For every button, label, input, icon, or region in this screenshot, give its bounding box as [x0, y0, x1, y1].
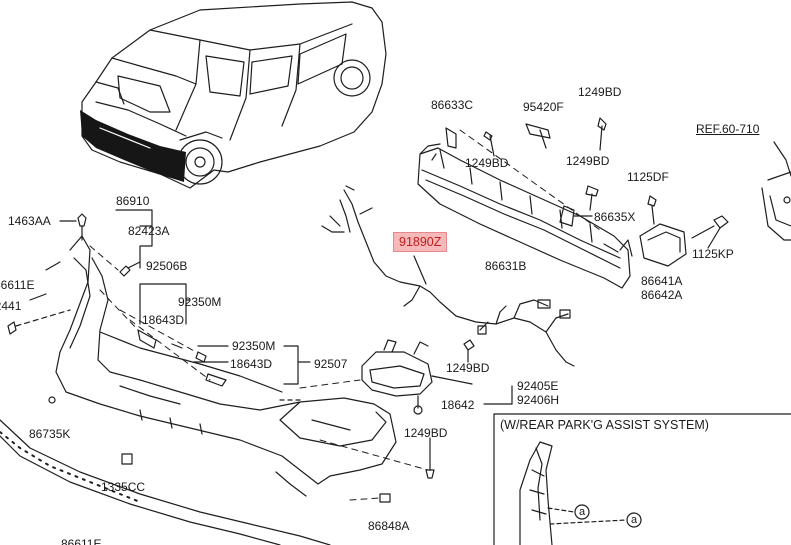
part-label-1249BD-c[interactable]: 1249BD	[566, 154, 610, 168]
part-label-92350M-b[interactable]: 92350M	[232, 339, 276, 353]
part-label-12441[interactable]: 12441	[0, 299, 22, 313]
part-label-86848A[interactable]: 86848A	[368, 519, 410, 533]
part-label-95420F[interactable]: 95420F	[523, 100, 564, 114]
part-label-86735K[interactable]: 86735K	[29, 427, 71, 441]
part-label-86641A[interactable]: 86641A	[641, 274, 683, 288]
part-label-1463AA[interactable]: 1463AA	[8, 214, 51, 228]
part-label-86642A[interactable]: 86642A	[641, 288, 683, 302]
part-label-86910[interactable]: 86910	[116, 194, 150, 208]
part-label-86631B[interactable]: 86631B	[485, 259, 527, 273]
callout-marker-a-1: a	[579, 506, 586, 518]
beam-brackets	[445, 117, 729, 267]
part-label-1125KP[interactable]: 1125KP	[692, 247, 734, 261]
part-label-1125DF[interactable]: 1125DF	[627, 170, 669, 184]
part-label-1249BD-e[interactable]: 1249BD	[404, 426, 448, 440]
bumper-beam	[417, 143, 633, 289]
bumper-cover	[0, 235, 397, 545]
part-label-82423A[interactable]: 82423A	[128, 224, 170, 238]
part-label-18643D-a[interactable]: 18643D	[142, 313, 185, 327]
detail-box-title: (W/REAR PARK'G ASSIST SYSTEM)	[500, 418, 709, 432]
part-label-92405E[interactable]: 92405E	[517, 379, 559, 393]
reference-panel	[761, 141, 791, 241]
part-label-92506B[interactable]: 92506B	[146, 259, 188, 273]
wiring-harness	[321, 185, 575, 367]
part-label-1249BD-b[interactable]: 1249BD	[465, 156, 509, 170]
part-label-92350M-a[interactable]: 92350M	[178, 295, 222, 309]
part-label-1335CC[interactable]: 1335CC	[101, 480, 146, 494]
part-label-86611E-a[interactable]: 86611E	[0, 278, 35, 292]
part-label-86611E-b[interactable]: 86611E	[61, 537, 102, 545]
part-label-86633C[interactable]: 86633C	[431, 98, 474, 112]
part-label-92406H[interactable]: 92406H	[517, 393, 560, 407]
part-label-18642[interactable]: 18642	[441, 398, 475, 412]
callout-marker-a-2: a	[631, 514, 638, 526]
part-label-1249BD-a[interactable]: 1249BD	[578, 85, 622, 99]
part-label-86635X[interactable]: 86635X	[594, 210, 636, 224]
car-bumper-shading	[80, 110, 186, 182]
hardware-and-leaders	[7, 209, 435, 503]
assembly-lines	[89, 129, 601, 501]
part-label-1249BD-d[interactable]: 1249BD	[446, 361, 490, 375]
reference-label[interactable]: REF.60-710	[696, 122, 760, 136]
rear-reflector-lamp	[361, 339, 513, 415]
detail-box	[493, 413, 791, 545]
highlighted-part-91890Z[interactable]: 91890Z	[393, 232, 448, 252]
part-label-92507[interactable]: 92507	[314, 357, 348, 371]
part-label-18643D-b[interactable]: 18643D	[230, 357, 273, 371]
